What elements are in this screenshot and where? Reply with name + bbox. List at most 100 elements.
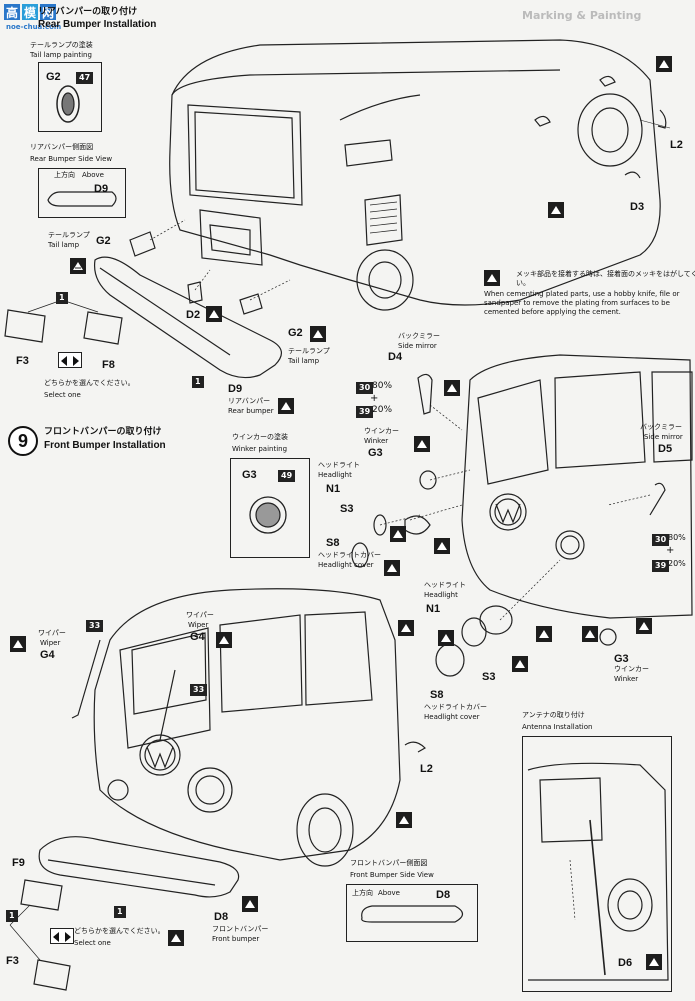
mirror-right-en: Side mirror — [644, 433, 683, 441]
label-g2-right: G2 — [288, 327, 303, 339]
plate-f3 — [4, 309, 46, 343]
front-bumper-en: Front bumper — [212, 935, 260, 943]
label-d2: D2 — [186, 309, 201, 321]
rear-sideview-en: Rear Bumper Side View — [30, 155, 113, 163]
plate-f9 — [20, 879, 63, 911]
mirror-left-plus: + — [370, 393, 379, 404]
label-s8: S8 — [326, 537, 340, 549]
mirror-left-jp: バックミラー — [398, 332, 440, 340]
taillamp-en: Tail lamp — [48, 241, 80, 249]
label-l2-rear: L2 — [670, 139, 683, 151]
site-logo: 高 模 网 — [4, 4, 56, 20]
wiper2-en: Wiper — [188, 621, 209, 629]
wiper-color-b: 33 — [190, 684, 208, 696]
cement-icon — [398, 620, 414, 636]
cement-icon — [396, 812, 412, 828]
winker2-en: Winker — [614, 675, 639, 683]
cement-icon — [216, 632, 232, 648]
cover-en: Headlight cover — [318, 561, 374, 569]
front-above-jp: 上方向 — [352, 889, 373, 897]
select-arrows-icon — [50, 928, 74, 944]
label-g3-b: G3 — [614, 653, 629, 665]
label-g3: G3 — [368, 447, 383, 459]
label-l2-front: L2 — [420, 763, 433, 775]
front-select-en: Select one — [74, 939, 111, 947]
rear-above-en: Above — [82, 171, 104, 179]
cement-icon — [414, 436, 430, 452]
front-sideview-part: D8 — [436, 889, 451, 901]
label-f8: F8 — [102, 359, 115, 371]
watermark-bg-title: Marking & Painting — [522, 9, 642, 22]
cement-icon — [434, 538, 450, 554]
rear-sideview-jp: リアバンパー側面図 — [30, 143, 94, 151]
rear-wheel — [356, 249, 414, 311]
winker-en: Winker — [364, 437, 389, 445]
cement-icon — [384, 560, 400, 576]
cover-jp: ヘッドライトカバー — [318, 551, 381, 559]
taillamp-jp: テールランプ — [48, 231, 90, 239]
tail-paint-color: 47 — [76, 72, 94, 84]
cement-icon — [206, 306, 222, 322]
winker-paint-jp: ウインカーの塗装 — [232, 433, 288, 441]
winker-jp: ウインカー — [364, 427, 399, 435]
label-s3: S3 — [340, 503, 354, 515]
rear-bumper-jp: リアバンパー — [228, 397, 271, 405]
tail-paint-en: Tail lamp painting — [30, 51, 92, 59]
svg-text:网: 网 — [42, 6, 54, 20]
winker-paint-box — [230, 458, 310, 558]
mirror-right-plus: + — [666, 545, 675, 556]
svg-text:模: 模 — [24, 5, 37, 20]
label-g2-left: G2 — [96, 235, 111, 247]
rear-engine-lid — [199, 209, 263, 266]
mirror-right-mix2-pct: 20% — [668, 559, 686, 568]
front-one-b: 1 — [114, 906, 126, 918]
cement-icon — [582, 626, 598, 642]
wiper-jp: ワイパー — [38, 629, 66, 637]
cement-icon — [548, 202, 564, 218]
label-d8: D8 — [214, 911, 229, 923]
winker-paint-color: 49 — [278, 470, 296, 482]
rear-sideview-box — [38, 168, 126, 218]
label-g4: G4 — [40, 649, 55, 661]
antenna-jp: アンテナの取り付け — [522, 711, 585, 719]
front-title-jp: フロントバンパーの取り付け — [44, 427, 162, 437]
front-above-en: Above — [378, 889, 400, 897]
front-sideview-jp: フロントバンパー側面図 — [350, 859, 428, 867]
mirror-left-mix1-pct: 80% — [372, 381, 393, 391]
mirror-left-mix1-code: 30 — [356, 382, 374, 394]
cement-icon — [536, 626, 552, 642]
cement-icon — [512, 656, 528, 672]
rear-one-a: 1 — [56, 292, 68, 304]
label-f9: F9 — [12, 857, 25, 869]
vw-emblem-bottom — [139, 734, 181, 776]
front-wheel-rear-view — [577, 93, 643, 167]
cement-icon — [636, 618, 652, 634]
tail-paint-part: G2 — [46, 71, 61, 83]
rear-van-body — [169, 39, 661, 306]
winker2-jp: ウインカー — [614, 665, 649, 673]
front-van-body — [461, 354, 693, 619]
step-number: 9 — [8, 426, 38, 456]
svg-text:高: 高 — [6, 5, 18, 20]
antenna-box — [522, 736, 672, 992]
cement-icon — [70, 258, 86, 274]
rear-title-en: Rear Bumper Installation — [38, 19, 157, 30]
label-f3: F3 — [16, 355, 29, 367]
cover2-en: Headlight cover — [424, 713, 480, 721]
mirror-right-mix1-code: 30 — [652, 534, 670, 546]
rear-above-jp: 上方向 — [54, 171, 75, 179]
tail-paint-box — [38, 62, 102, 132]
label-s8-b: S8 — [430, 689, 444, 701]
wiper2-jp: ワイパー — [186, 611, 214, 619]
vw-emblem-top — [489, 493, 527, 531]
mirror-right-mix1-pct: 80% — [668, 533, 686, 542]
rear-title-jp: リアバンパーの取り付け — [38, 7, 138, 17]
taillamp2-jp: テールランプ — [288, 347, 330, 355]
label-d4: D4 — [388, 351, 403, 363]
front-title-en: Front Bumper Installation — [44, 440, 166, 451]
winker-paint-part: G3 — [242, 469, 257, 481]
front-bumper-shape — [38, 836, 240, 898]
cement-icon — [438, 630, 454, 646]
cement-icon — [656, 56, 672, 72]
rear-select-en: Select one — [44, 391, 81, 399]
